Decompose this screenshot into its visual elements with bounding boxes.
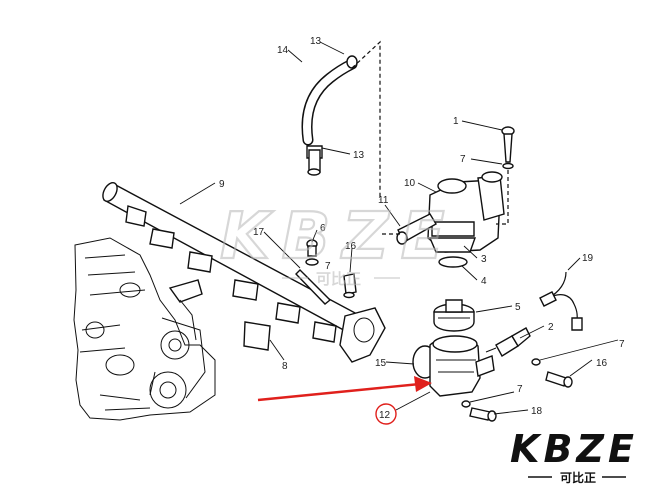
callout-7-right: 7 (619, 339, 625, 350)
callout-5: 5 (515, 302, 521, 313)
thermostat-housing (380, 171, 505, 268)
water-outlet-housing (412, 335, 495, 397)
callout-7-top: 7 (460, 154, 466, 165)
callout-1: 1 (453, 116, 459, 127)
callout-8: 8 (282, 361, 288, 372)
engine-block (73, 237, 216, 421)
leader-lines (179, 41, 619, 415)
callout-14: 14 (277, 45, 289, 56)
watermark-center: KBZE 可比正 (219, 199, 457, 288)
callout-16-left: 16 (345, 241, 357, 252)
callout-12-highlight: 12 (375, 391, 431, 425)
logo-subtext: 可比正 (560, 470, 596, 485)
temperature-sensor (485, 327, 531, 357)
small-fittings (305, 239, 357, 299)
callout-18: 18 (531, 406, 543, 417)
callout-4: 4 (481, 276, 487, 287)
hose-assembly (301, 40, 381, 200)
thermostat (433, 299, 475, 332)
logo-text: KBZE (510, 427, 638, 471)
watermark-center-subtext: 可比正 (316, 270, 361, 288)
bolts-right (461, 358, 573, 422)
callout-9: 9 (219, 179, 225, 190)
callout-12: 12 (379, 410, 391, 421)
callout-6: 6 (320, 223, 326, 234)
callout-11: 11 (378, 195, 389, 206)
callout-17: 17 (253, 227, 265, 238)
callout-labels: 13 14 1 13 7 10 9 11 17 6 16 3 19 4 7 5 … (219, 36, 625, 417)
callout-16-right: 16 (596, 358, 608, 369)
callout-13-bottom: 13 (353, 150, 365, 161)
callout-7-left: 7 (325, 261, 331, 272)
callout-2: 2 (548, 322, 554, 333)
water-manifold-pipe (102, 182, 386, 363)
highlight-arrow (257, 376, 432, 402)
callout-19: 19 (582, 253, 594, 264)
callout-13-top: 13 (310, 36, 322, 47)
watermark-center-text: KBZE (220, 200, 457, 274)
sensor-harness (539, 271, 583, 331)
callout-3: 3 (481, 254, 487, 265)
kbze-logo: KBZE 可比正 (510, 427, 638, 485)
callout-7-bottom: 7 (517, 384, 523, 395)
callout-15: 15 (375, 358, 387, 369)
bolt-1 (496, 126, 515, 225)
callout-10: 10 (404, 178, 416, 189)
